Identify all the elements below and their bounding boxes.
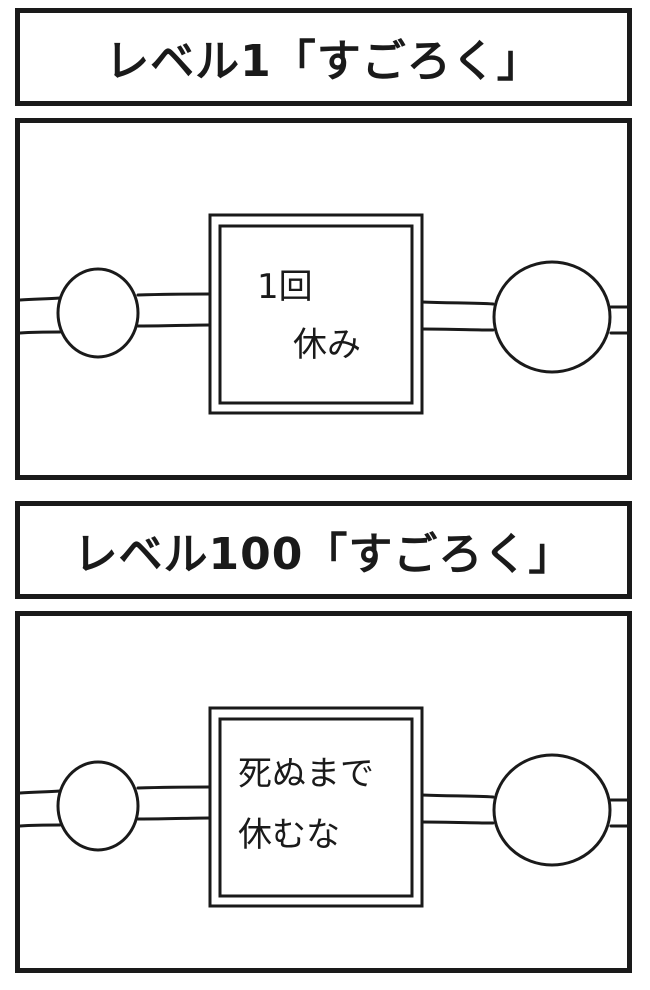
track-line-mid-right-top bbox=[420, 793, 495, 799]
track-line-left-top bbox=[20, 296, 62, 302]
square-text-line-2: 休み bbox=[293, 325, 361, 365]
board-illustration-2 bbox=[20, 706, 627, 908]
square-text-line-1: 死ぬまで bbox=[238, 754, 374, 794]
track-line-mid-right-top bbox=[420, 300, 495, 306]
track-line-mid-left-bottom bbox=[136, 323, 212, 328]
track-line-left-bottom bbox=[20, 823, 62, 828]
track-line-mid-left-top bbox=[136, 292, 212, 297]
panel-2-title-box: レベル100「すごろく」 bbox=[15, 501, 632, 599]
board-square-inner bbox=[218, 224, 414, 405]
track-line-left-top bbox=[20, 789, 62, 795]
panel-2-board: 死ぬまで 休むな bbox=[15, 611, 632, 973]
track-line-mid-right-bottom bbox=[420, 327, 495, 332]
board-square-inner bbox=[218, 717, 414, 898]
board-square-outer bbox=[208, 213, 424, 415]
panel-1-title: レベル1「すごろく」 bbox=[105, 36, 542, 87]
board-illustration-1 bbox=[20, 213, 627, 415]
board-square-outer bbox=[208, 706, 424, 908]
board-space-right bbox=[492, 260, 612, 374]
track-line-mid-left-bottom bbox=[136, 816, 212, 821]
panel-2-title: レベル100「すごろく」 bbox=[73, 529, 574, 580]
board-space-right bbox=[492, 753, 612, 867]
track-line-mid-left-top bbox=[136, 785, 212, 790]
panel-1-board: 1回 休み bbox=[15, 118, 632, 480]
board-space-left bbox=[56, 267, 140, 359]
track-line-left-bottom bbox=[20, 330, 62, 335]
square-text-line-1: 1回 bbox=[257, 267, 313, 307]
square-text-line-2: 休むな bbox=[238, 815, 340, 855]
track-line-mid-right-bottom bbox=[420, 820, 495, 825]
panel-1-title-box: レベル1「すごろく」 bbox=[15, 8, 632, 106]
board-space-left bbox=[56, 760, 140, 852]
